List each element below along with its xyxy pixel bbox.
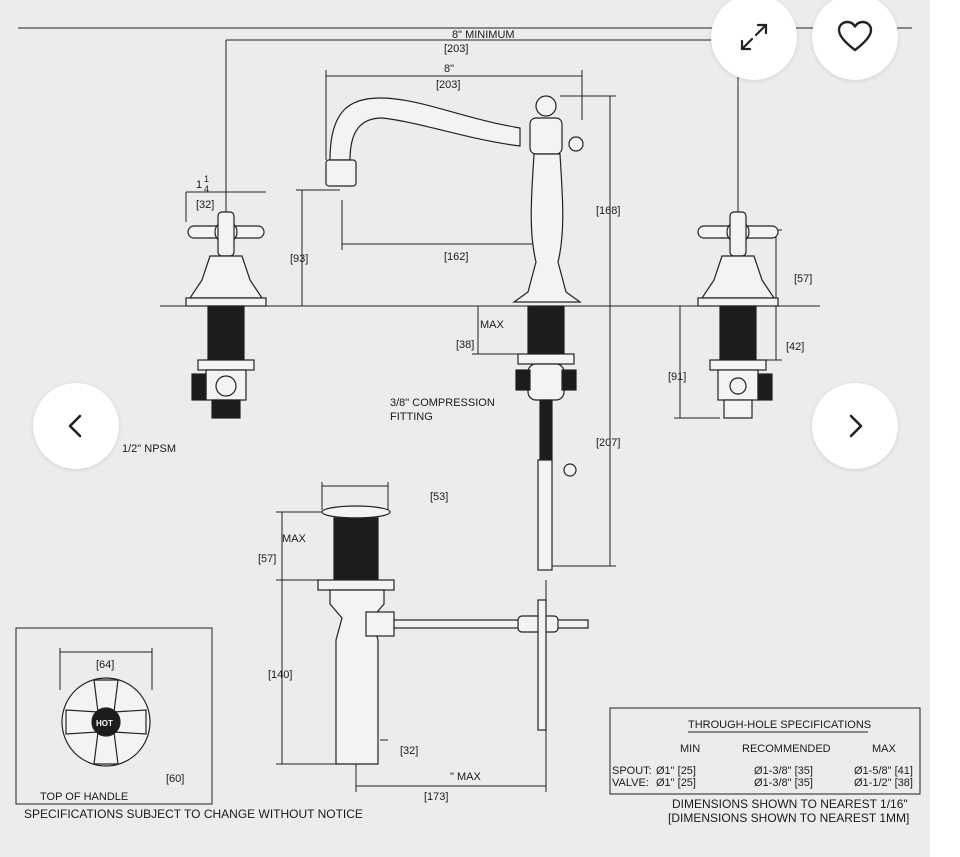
dims-note-2: [DIMENSIONS SHOWN TO NEAREST 1MM]: [668, 811, 909, 825]
th-header-min: MIN: [680, 743, 700, 755]
frac-1-1-4: 1: [196, 179, 202, 191]
dim-drain-dia-mm: [53]: [430, 491, 448, 503]
favorite-button[interactable]: [812, 0, 898, 80]
dims-note-1: DIMENSIONS SHOWN TO NEAREST 1/16": [672, 797, 908, 811]
through-hole-title: THROUGH-HOLE SPECIFICATIONS: [688, 719, 871, 731]
dim-shank-mm: [42]: [786, 341, 804, 353]
dim-tail-mm: [140]: [268, 669, 292, 681]
image-viewer: 8" MINIMUM [203] 8" [203] 1 1 4 [32] [93…: [0, 0, 930, 857]
next-image-button[interactable]: [812, 383, 898, 469]
dim-reach-mm: [162]: [444, 251, 468, 263]
th-row-spout-label: SPOUT:: [612, 765, 652, 777]
dim-rod-max: " MAX: [450, 771, 481, 783]
dim-rod-mm: [173]: [424, 791, 448, 803]
dim-handle-top-mm: [64]: [96, 659, 114, 671]
th-header-max: MAX: [872, 743, 897, 755]
label-top-of-handle: TOP OF HANDLE: [40, 791, 128, 803]
faucet-spec-drawing: 8" MINIMUM [203] 8" [203] 1 1 4 [32] [93…: [15, 27, 921, 825]
dim-tail-dia-mm: [32]: [400, 745, 418, 757]
label-compression-1: 3/8" COMPRESSION: [390, 397, 495, 409]
dim-spout-height-mm: [93]: [290, 253, 308, 265]
expand-arrows-icon: [740, 23, 768, 51]
dim-lower-depth-mm: [207]: [596, 437, 620, 449]
dim-spout-width-mm: [203]: [436, 79, 460, 91]
th-row-spout-rec: Ø1-3/8" [35]: [754, 765, 813, 777]
dim-valve-depth-mm: [91]: [668, 371, 686, 383]
dim-drain-top-max: MAX: [282, 533, 307, 545]
dim-deck-max: MAX: [480, 319, 505, 331]
chevron-right-icon: [849, 414, 863, 438]
th-row-spout-min: Ø1" [25]: [656, 765, 696, 777]
previous-image-button[interactable]: [33, 383, 119, 469]
dim-drain-top-mm: [57]: [258, 553, 276, 565]
chevron-left-icon: [68, 414, 82, 438]
dim-deck-max-mm: [38]: [456, 339, 474, 351]
label-compression-2: FITTING: [390, 411, 433, 423]
dim-right-handle-mm: [57]: [794, 273, 812, 285]
dim-handle-height-mm: [32]: [196, 199, 214, 211]
th-row-spout-max: Ø1-5/8" [41]: [854, 765, 913, 777]
frac-num: 1: [204, 174, 209, 184]
th-header-rec: RECOMMENDED: [742, 743, 831, 755]
frac-den: 4: [204, 184, 209, 194]
dim-total-height-mm: [168]: [596, 205, 620, 217]
dim-overall-min: 8" MINIMUM: [452, 29, 515, 41]
handle-badge: HOT: [96, 719, 113, 728]
dim-spout-width: 8": [444, 63, 454, 75]
expand-button[interactable]: [711, 0, 797, 80]
th-row-valve-max: Ø1-1/2" [38]: [854, 777, 913, 789]
th-row-valve-min: Ø1" [25]: [656, 777, 696, 789]
dim-handle-dia-mm: [60]: [166, 773, 184, 785]
heart-outline-icon: [837, 20, 873, 52]
page-margin: [930, 0, 960, 857]
th-row-valve-rec: Ø1-3/8" [35]: [754, 777, 813, 789]
specs-notice: SPECIFICATIONS SUBJECT TO CHANGE WITHOUT…: [24, 807, 363, 821]
th-row-valve-label: VALVE:: [612, 777, 649, 789]
dim-overall-min-mm: [203]: [444, 43, 468, 55]
label-npsm: 1/2" NPSM: [122, 443, 176, 455]
